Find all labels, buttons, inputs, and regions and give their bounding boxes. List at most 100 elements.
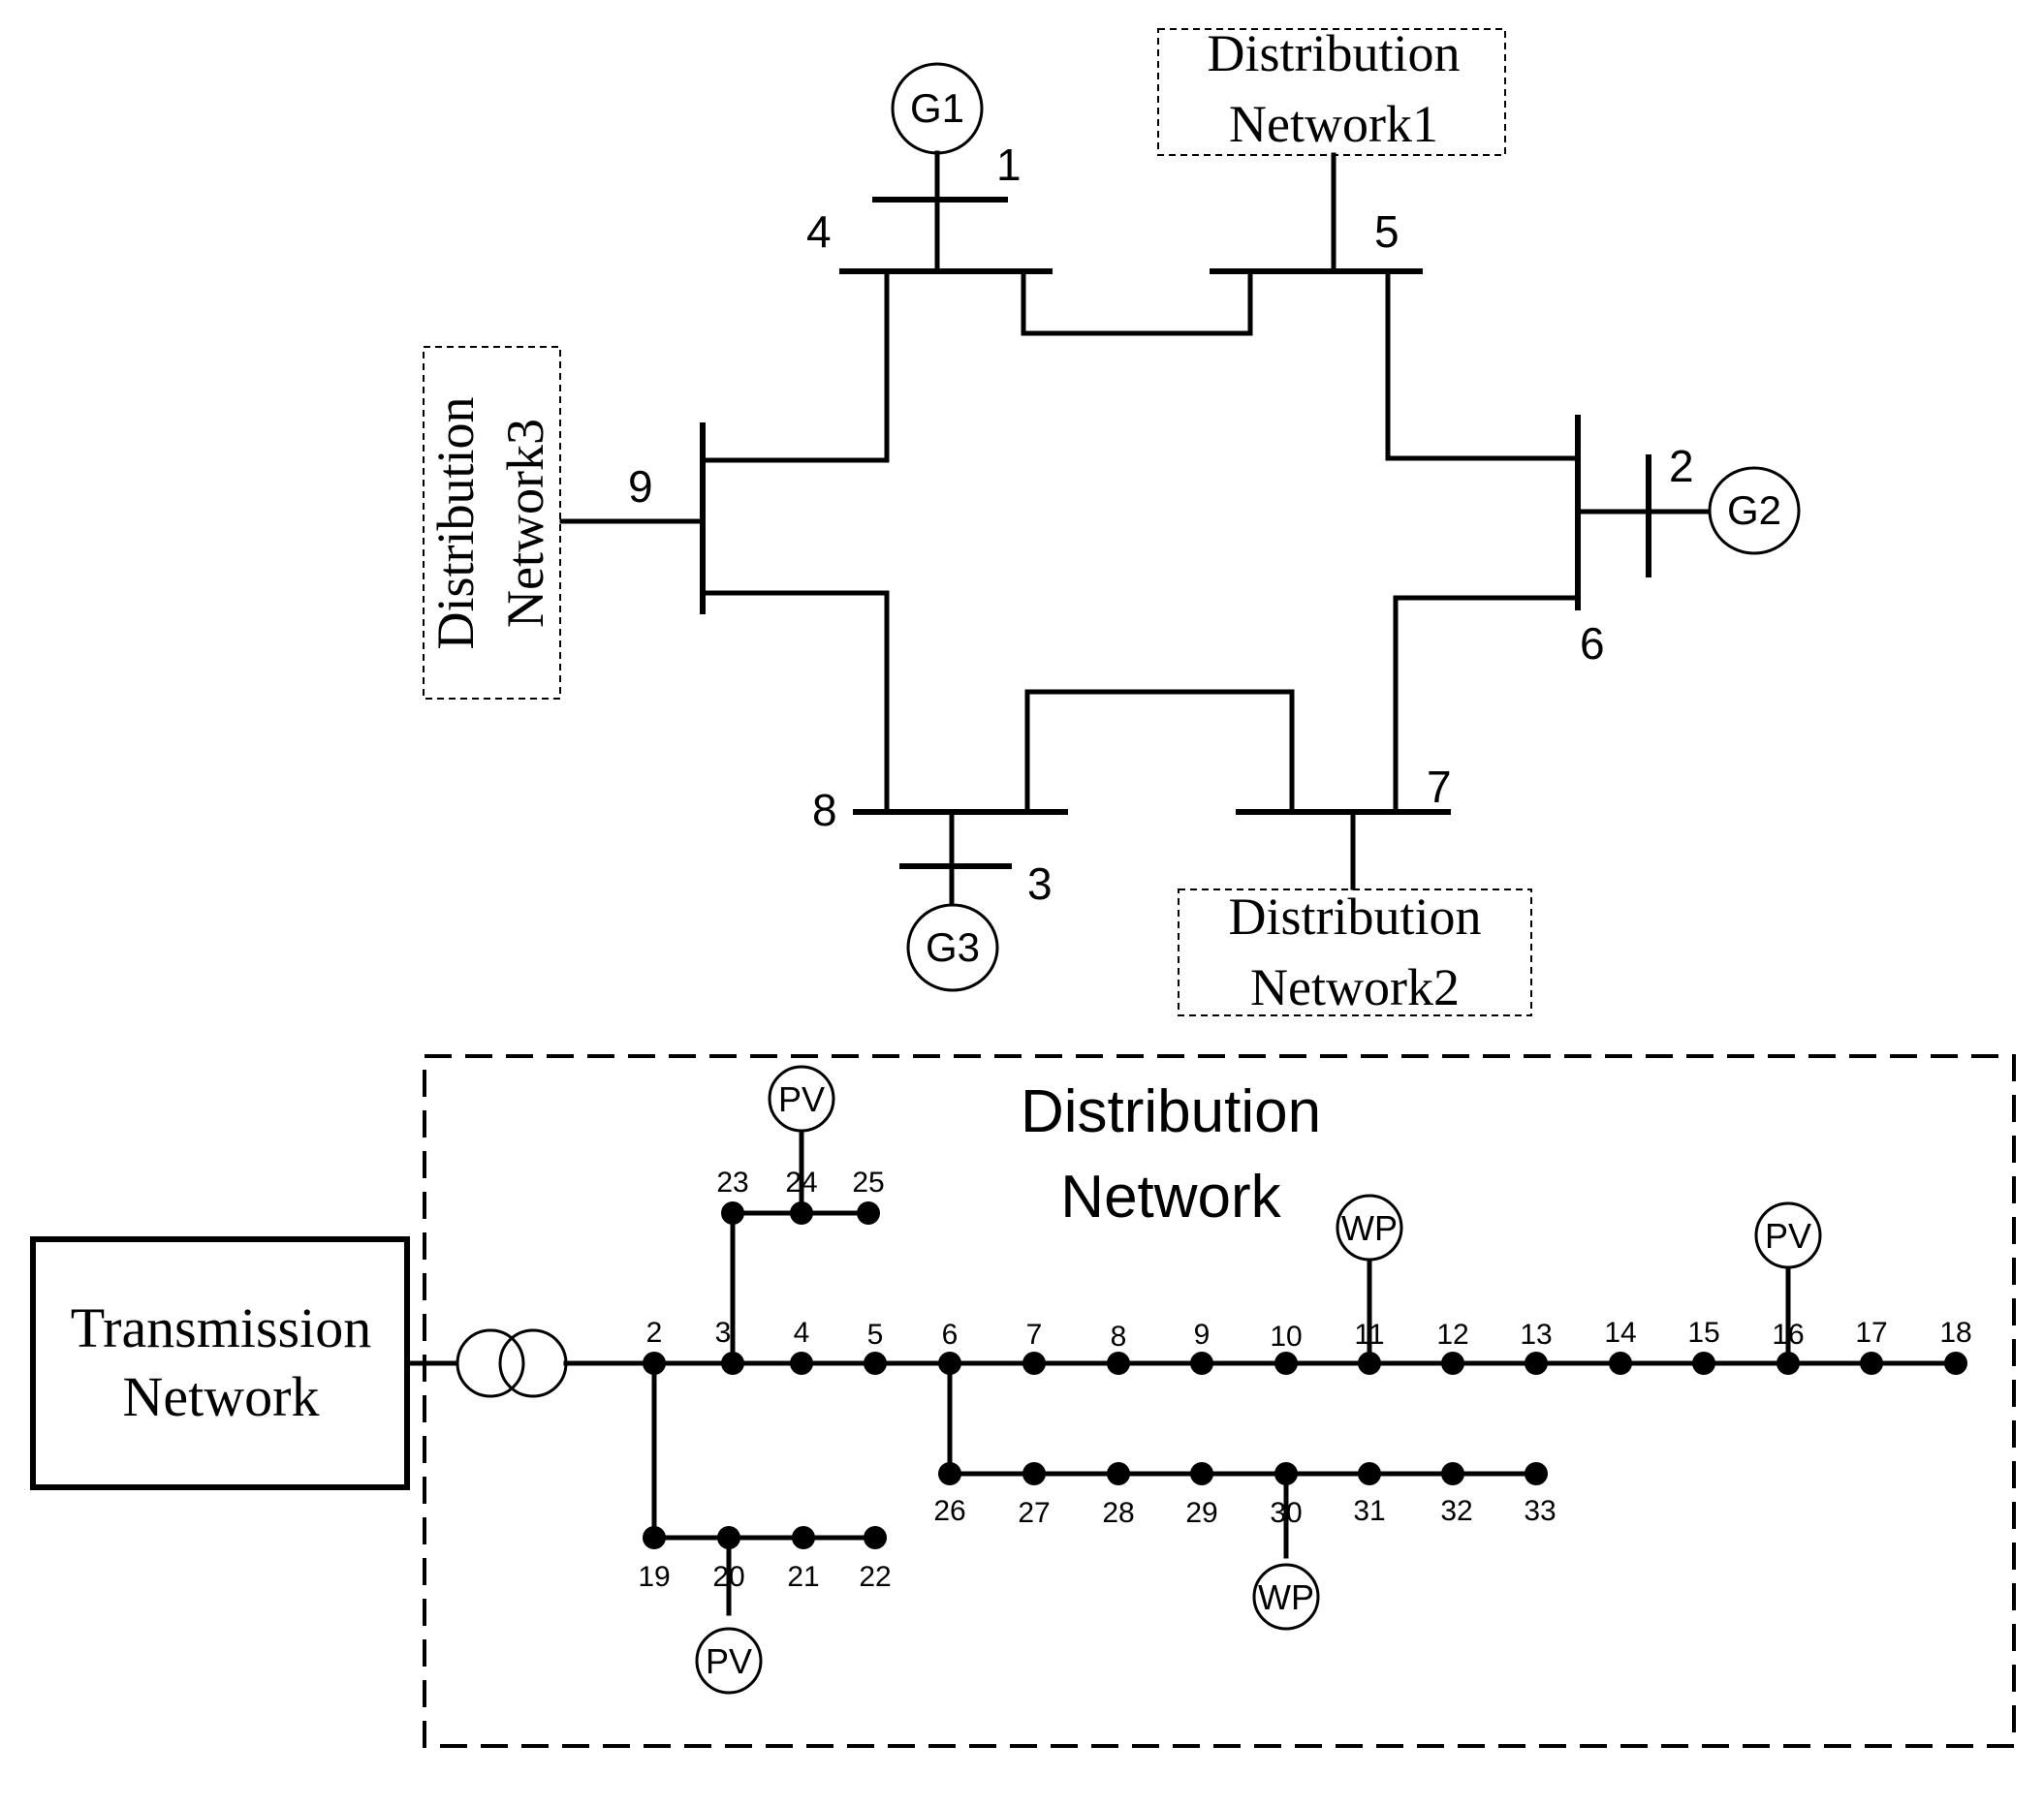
node-23 [721, 1201, 744, 1225]
pv-source-16-label: PV [1765, 1216, 1811, 1256]
node-16-label: 16 [1772, 1319, 1804, 1351]
wp-source-30 [1252, 1563, 1320, 1631]
transmission-box-line1: Transmission [71, 1296, 372, 1359]
distribution-title-line1: Distribution [1021, 1078, 1321, 1145]
node-30-label: 30 [1270, 1497, 1302, 1529]
transformer-winding-1 [456, 1328, 525, 1398]
node-21-label: 21 [787, 1561, 819, 1593]
generator-g2-label: G2 [1727, 487, 1781, 533]
node-24 [790, 1201, 813, 1225]
dn1-line2: Network1 [1229, 95, 1438, 153]
distribution-network-boundary [423, 1054, 2016, 1748]
node-9-label: 9 [1194, 1319, 1211, 1351]
pv-source-20 [695, 1627, 763, 1695]
pv-source-16 [1754, 1201, 1822, 1269]
node-20 [717, 1526, 740, 1549]
node-32-label: 32 [1440, 1495, 1472, 1527]
node-18 [1944, 1352, 1967, 1375]
bus-2-label: 2 [1669, 441, 1694, 491]
node-21 [792, 1526, 815, 1549]
node-10 [1274, 1352, 1298, 1375]
transmission-network-box [30, 1236, 410, 1490]
distribution-title-line2: Network [1060, 1164, 1281, 1231]
node-23-label: 23 [716, 1167, 748, 1199]
generator-g2 [1708, 466, 1801, 555]
node-11-label: 11 [1354, 1319, 1384, 1351]
transmission-network-block: Transmission Network [30, 1236, 410, 1490]
node-16 [1777, 1352, 1800, 1375]
node-32 [1441, 1462, 1464, 1485]
bus-7-label: 7 [1427, 762, 1452, 812]
node-6-label: 6 [942, 1319, 959, 1351]
wp-source-11 [1336, 1194, 1403, 1262]
node-13 [1525, 1352, 1548, 1375]
dn2-line2: Network2 [1250, 958, 1460, 1016]
bus-5-label: 5 [1374, 206, 1399, 257]
node-31-label: 31 [1353, 1495, 1385, 1527]
node-28 [1107, 1462, 1130, 1485]
node-7-label: 7 [1026, 1319, 1043, 1351]
node-2-label: 2 [646, 1317, 663, 1349]
distribution-network1-box [1157, 28, 1506, 156]
dn3-line1: Distribution [426, 396, 485, 649]
node-31 [1358, 1462, 1381, 1485]
bus-9-label: 9 [628, 461, 653, 512]
node-12-label: 12 [1436, 1319, 1468, 1351]
node-3 [721, 1352, 744, 1375]
generator-g3-label: G3 [926, 924, 980, 970]
node-5-label: 5 [867, 1319, 884, 1351]
bus-3-label: 3 [1027, 858, 1053, 909]
node-14-label: 14 [1604, 1317, 1636, 1349]
node-27-label: 27 [1018, 1497, 1050, 1529]
node-26 [938, 1462, 961, 1485]
transmission-box-line2: Network [123, 1365, 320, 1428]
node-22 [864, 1526, 887, 1549]
node-33 [1525, 1462, 1548, 1485]
dn1-line1: Distribution [1207, 24, 1460, 82]
wp-source-11-label: WP [1341, 1208, 1398, 1248]
wp-source-30-label: WP [1258, 1577, 1314, 1617]
node-18-label: 18 [1939, 1317, 1971, 1349]
node-26-label: 26 [933, 1495, 965, 1527]
distribution-network2-box [1178, 888, 1532, 1016]
node-8-label: 8 [1111, 1321, 1127, 1353]
node-19 [643, 1526, 666, 1549]
generator-g3 [906, 903, 999, 992]
distribution-system: Distribution Network PV PV WP PV WP [404, 1054, 2016, 1748]
node-19-label: 19 [638, 1561, 670, 1593]
node-14 [1609, 1352, 1632, 1375]
node-33-label: 33 [1524, 1495, 1556, 1527]
node-25-label: 25 [852, 1167, 884, 1199]
pv-source-20-label: PV [706, 1641, 752, 1681]
node-11 [1358, 1352, 1381, 1375]
node-13-label: 13 [1520, 1319, 1552, 1351]
node-6 [938, 1352, 961, 1375]
transmission-system: G1 1 4 5 Distribution Network1 9 Distrib… [423, 24, 1801, 1016]
node-29 [1190, 1462, 1213, 1485]
node-9 [1190, 1352, 1213, 1375]
node-28-label: 28 [1102, 1497, 1134, 1529]
node-15-label: 15 [1687, 1317, 1719, 1349]
pv-source-24 [768, 1065, 835, 1133]
distribution-nodes [643, 1201, 1967, 1549]
node-12 [1441, 1352, 1464, 1375]
node-22-label: 22 [859, 1561, 891, 1593]
node-20-label: 20 [712, 1561, 744, 1593]
bus-4-label: 4 [806, 206, 832, 257]
node-10-label: 10 [1270, 1321, 1302, 1353]
node-17-label: 17 [1855, 1317, 1887, 1349]
node-4 [790, 1352, 813, 1375]
node-3-label: 3 [715, 1317, 732, 1349]
node-27 [1022, 1462, 1046, 1485]
bus-8-label: 8 [812, 785, 837, 835]
node-8 [1107, 1352, 1130, 1375]
node-4-label: 4 [794, 1317, 810, 1349]
generator-g1-label: G1 [910, 85, 964, 131]
node-29-label: 29 [1185, 1497, 1217, 1529]
node-24-label: 24 [785, 1167, 817, 1199]
bus-1-label: 1 [996, 140, 1022, 190]
node-15 [1692, 1352, 1715, 1375]
node-5 [864, 1352, 887, 1375]
dn3-line2: Network3 [496, 419, 554, 628]
